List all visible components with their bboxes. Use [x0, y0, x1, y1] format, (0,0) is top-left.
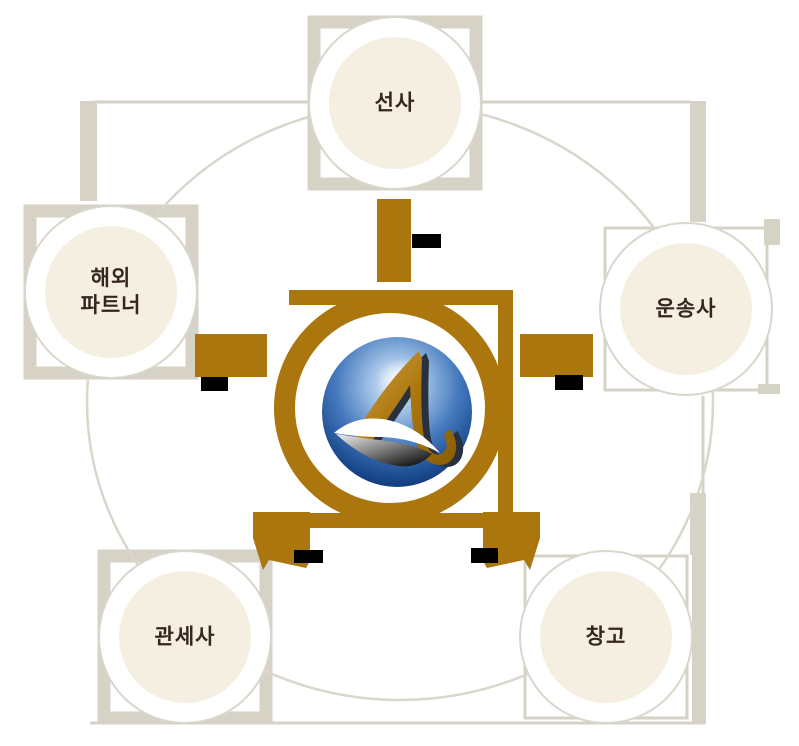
- logo-a-swoosh: [352, 351, 457, 465]
- logo-sphere: [322, 337, 472, 487]
- connector-ribbon-bottom-left: [253, 512, 310, 570]
- node-label-line: 해외: [90, 267, 132, 290]
- logo-hull: [336, 434, 432, 467]
- sail-sphere-logo-icon[interactable]: [322, 337, 472, 487]
- logo-sail: [334, 418, 440, 453]
- logo-highlight: [376, 358, 430, 400]
- hub-frame-right: [498, 290, 513, 528]
- node-label-line: 운송사: [655, 297, 717, 321]
- node-label-line: 선사: [374, 91, 416, 115]
- logo-a-shadow: [359, 353, 464, 467]
- connector-top: [377, 199, 411, 282]
- hub-frame-bottom: [308, 513, 513, 528]
- node-carrier[interactable]: 운송사: [599, 222, 773, 396]
- node-customs-broker-label: 관세사: [100, 624, 270, 651]
- node-label-line: 창고: [585, 625, 627, 649]
- hub-frame-top: [289, 290, 513, 305]
- node-label-line: 파트너: [80, 294, 142, 317]
- connector-tabs: [201, 234, 583, 563]
- node-warehouse-label: 창고: [521, 624, 691, 651]
- connector-left: [195, 334, 267, 377]
- node-customs-broker[interactable]: 관세사: [98, 550, 272, 724]
- node-warehouse[interactable]: 창고: [519, 550, 693, 724]
- node-overseas-partner[interactable]: 해외 파트너: [24, 205, 198, 379]
- node-shipping-line[interactable]: 선사: [308, 16, 482, 190]
- gold-connectors: [195, 199, 593, 570]
- connector-ribbon-bottom-right: [483, 512, 540, 570]
- node-label-line: 관세사: [154, 625, 216, 649]
- connector-right: [520, 334, 593, 377]
- node-shipping-line-label: 선사: [310, 90, 480, 117]
- node-carrier-label: 운송사: [601, 296, 771, 323]
- center-ring: [274, 292, 506, 524]
- node-overseas-partner-label: 해외 파트너: [26, 265, 196, 319]
